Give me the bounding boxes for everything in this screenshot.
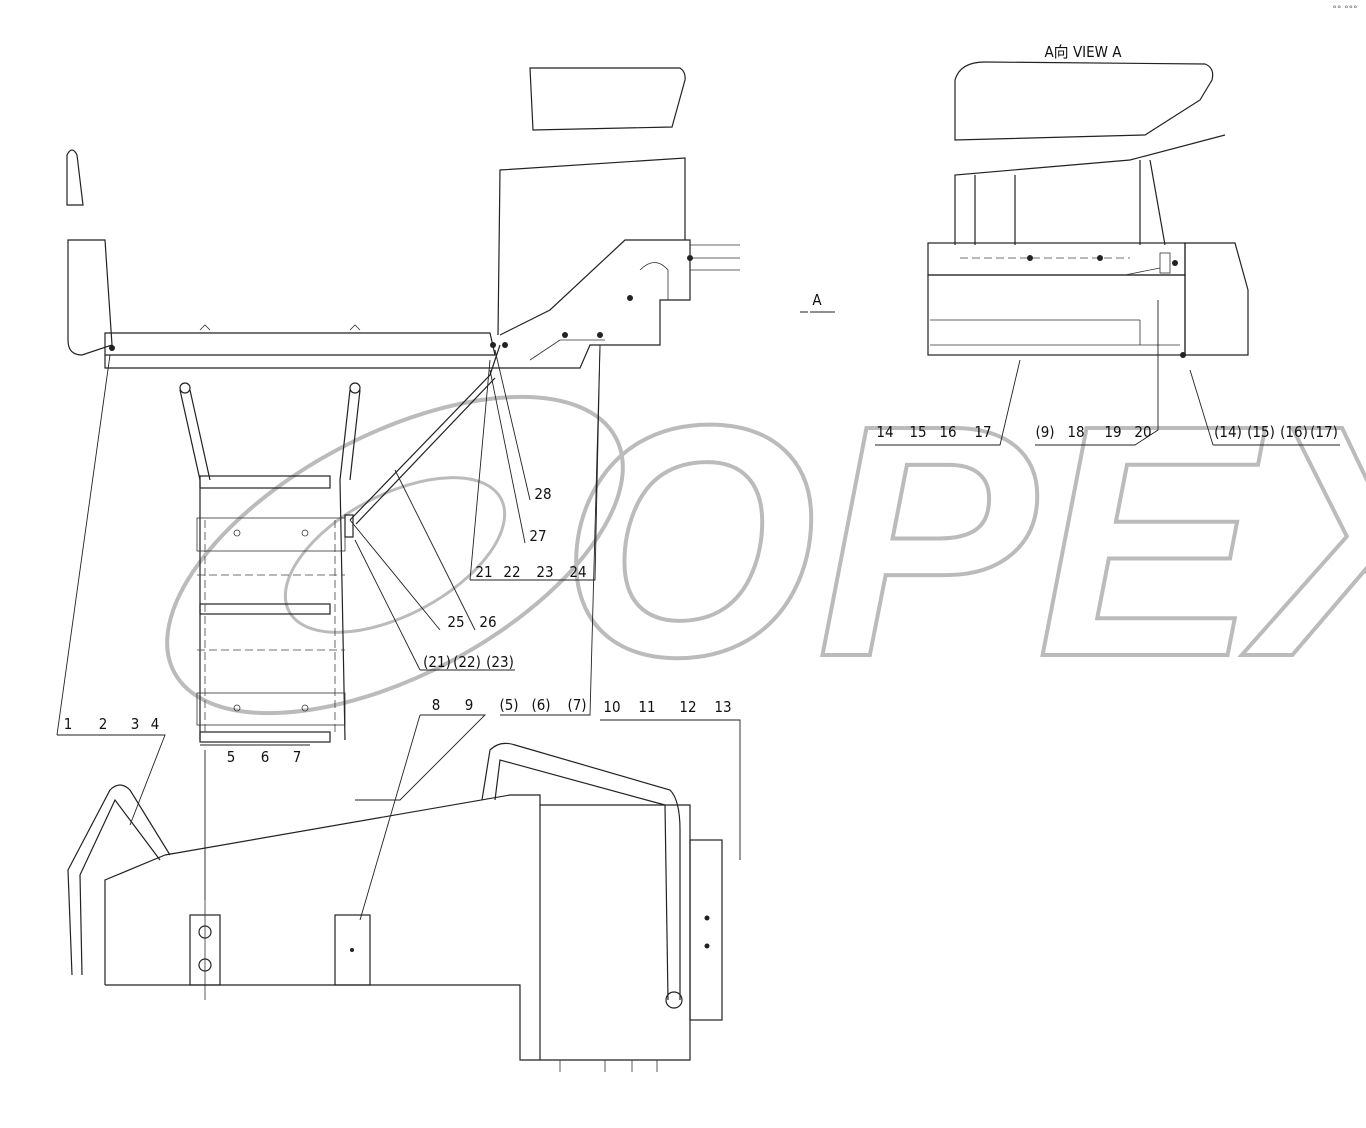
callout: 24	[569, 563, 586, 581]
side-view	[66, 67, 740, 743]
callout: 2	[99, 715, 108, 733]
callout: 13	[714, 698, 731, 716]
callout: (14)	[1214, 423, 1242, 441]
plan-view	[67, 742, 723, 1072]
view-direction-marker: A	[800, 291, 835, 313]
callout: 26	[479, 613, 496, 631]
callout: (15)	[1247, 423, 1275, 441]
callout: 9	[465, 696, 474, 714]
callout: (17)	[1310, 423, 1338, 441]
callout: 1	[64, 715, 73, 733]
callout: 16	[939, 423, 956, 441]
callout: (21)	[423, 653, 451, 671]
callout: 21	[475, 563, 492, 581]
callout: 3	[131, 715, 140, 733]
callout: 5	[227, 748, 236, 766]
callout: 14	[876, 423, 893, 441]
callout: 22	[503, 563, 520, 581]
callout: (23)	[486, 653, 514, 671]
callout: 15	[909, 423, 926, 441]
callout: 28	[534, 485, 551, 503]
callout: (6)	[531, 696, 550, 714]
callout: 4	[151, 715, 160, 733]
callout: 8	[432, 696, 441, 714]
callout: (22)	[453, 653, 481, 671]
callout: 20	[1134, 423, 1151, 441]
callout: 23	[536, 563, 553, 581]
callout: (9)	[1035, 423, 1054, 441]
callout: 10	[603, 698, 620, 716]
callout: 17	[974, 423, 991, 441]
callout: (7)	[567, 696, 586, 714]
callouts: 14 15 16 17 (9) 18 19 20 (14) (15) (16) …	[64, 423, 1338, 766]
corner-marks: °° °°°	[1332, 5, 1357, 15]
watermark-text: OPEX	[560, 356, 1366, 725]
callout: 18	[1067, 423, 1084, 441]
view-a: A向 VIEW A	[927, 43, 1249, 358]
callout: 27	[529, 527, 546, 545]
opex-watermark: OPEX	[165, 354, 1366, 727]
view-a-title: A向 VIEW A	[1044, 43, 1122, 61]
callout: 25	[447, 613, 464, 631]
callout: 7	[293, 748, 302, 766]
callout: 6	[261, 748, 270, 766]
view-marker-label: A	[812, 291, 822, 309]
callout: (16)	[1280, 423, 1308, 441]
leader-lines	[56, 300, 1340, 921]
callout: 11	[638, 698, 655, 716]
callout: (5)	[499, 696, 518, 714]
callout: 12	[679, 698, 696, 716]
callout: 19	[1104, 423, 1121, 441]
